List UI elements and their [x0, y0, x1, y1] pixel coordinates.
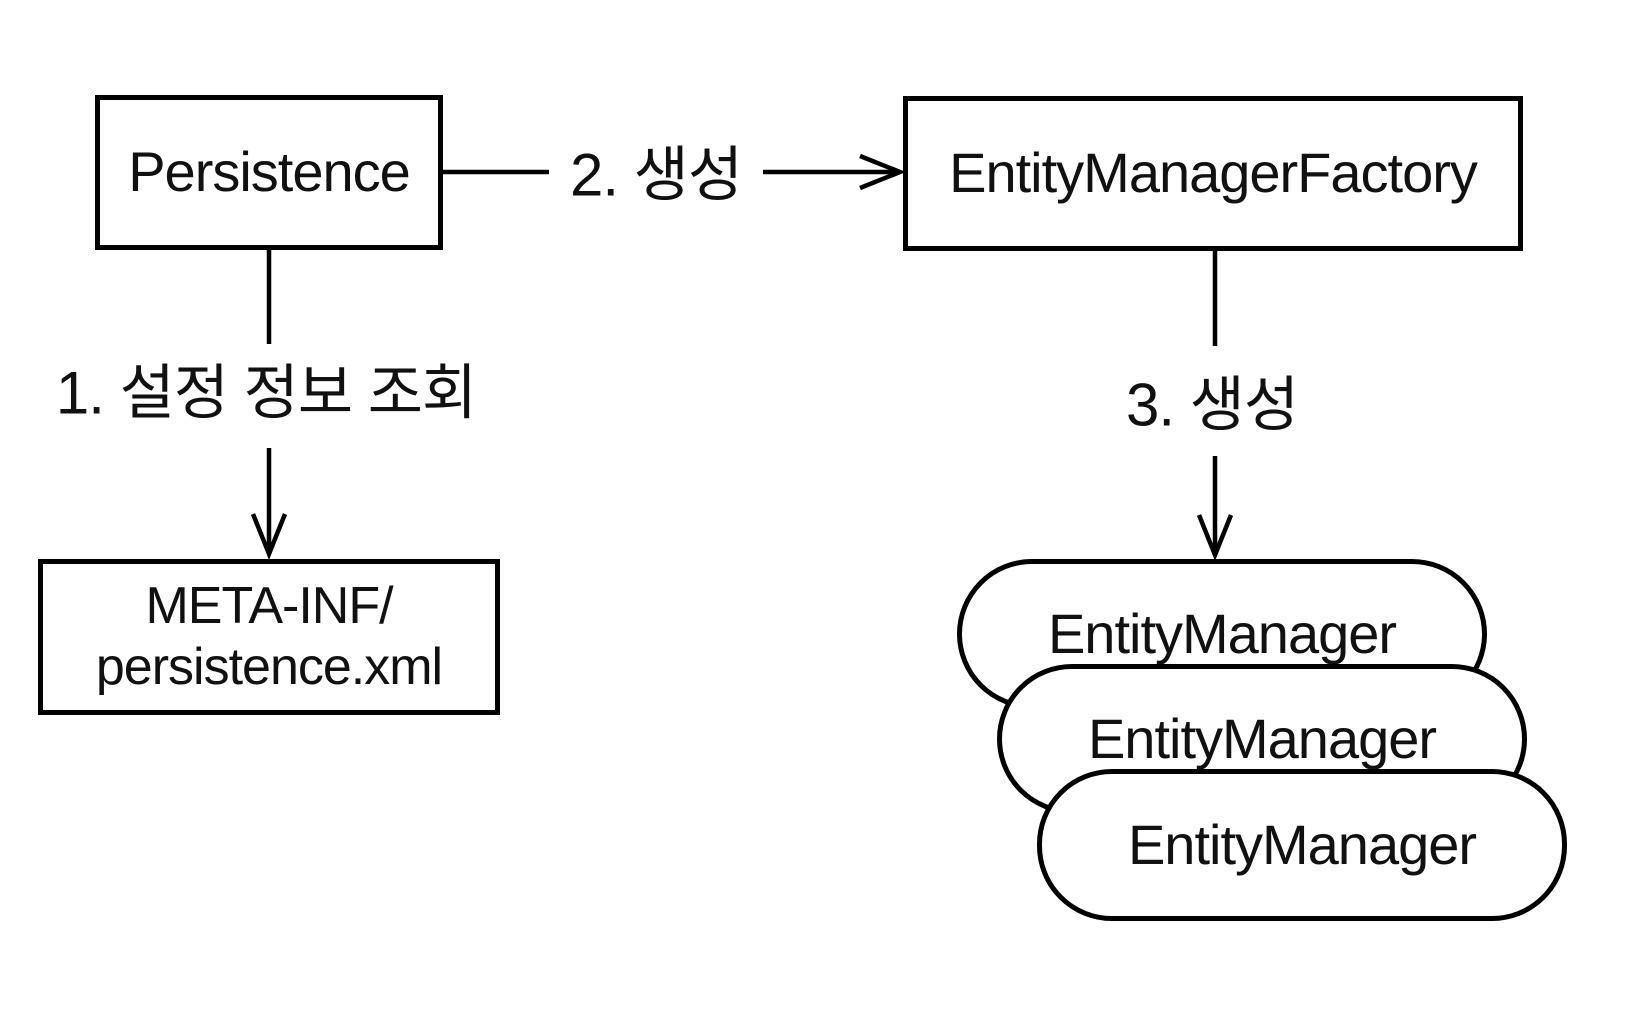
node-persistence-xml-label-line2: persistence.xml	[95, 638, 443, 696]
edge-step1-arrowhead-icon	[250, 513, 288, 561]
edge-label-step3-create: 3. 생성	[1121, 356, 1303, 444]
node-entity-manager-2-label: EntityManager	[1087, 706, 1437, 770]
edge-label-step2-create: 2. 생성	[565, 126, 747, 214]
node-persistence-label: Persistence	[128, 140, 411, 204]
node-entity-manager-3-label: EntityManager	[1127, 812, 1477, 876]
node-entity-manager-3: EntityManager	[1037, 769, 1567, 921]
edge-step2-arrowhead-icon	[859, 153, 907, 191]
edge-step3-arrowhead-icon	[1196, 514, 1234, 562]
node-persistence-xml: META-INF/ persistence.xml	[38, 559, 500, 715]
node-entity-manager-factory-label: EntityManagerFactory	[949, 141, 1478, 205]
node-entity-manager-1-label: EntityManager	[1047, 601, 1397, 665]
node-persistence-xml-label-line1: META-INF/	[145, 576, 393, 635]
edge-label-step1-config-lookup: 1. 설정 정보 조회	[51, 344, 481, 432]
node-persistence: Persistence	[95, 95, 443, 250]
node-entity-manager-factory: EntityManagerFactory	[903, 96, 1523, 251]
